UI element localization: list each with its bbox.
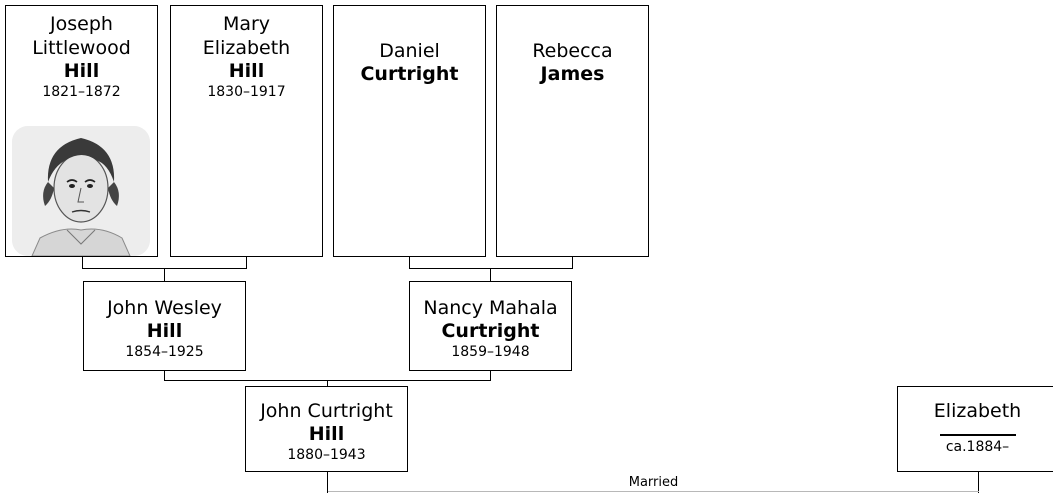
- connector-line: [490, 371, 491, 381]
- connector-line: [327, 472, 328, 493]
- person-given-names: Daniel: [379, 40, 440, 62]
- person-box-joseph-littlewood-hill[interactable]: Joseph Littlewood Hill 1821–1872: [5, 5, 158, 257]
- person-surname: Curtright: [441, 320, 540, 342]
- person-dates: 1830–1917: [207, 84, 286, 100]
- connector-line: [82, 257, 83, 269]
- person-surname: Hill: [63, 60, 100, 82]
- person-box-mary-elizabeth-hill[interactable]: Mary Elizabeth Hill 1830–1917: [170, 5, 323, 257]
- person-given-names: Nancy Mahala: [423, 297, 558, 319]
- person-surname: Hill: [308, 423, 345, 445]
- person-given-names: John Curtright: [260, 400, 393, 422]
- marriage-label: Married: [628, 475, 679, 490]
- person-given-names: Mary Elizabeth: [202, 13, 291, 59]
- person-surname: Hill: [228, 60, 265, 82]
- connector-line: [327, 380, 328, 386]
- person-box-nancy-mahala-curtright[interactable]: Nancy Mahala Curtright 1859–1948: [409, 281, 572, 371]
- unknown-surname-line: [939, 434, 1016, 436]
- connector-line: [409, 257, 410, 269]
- person-box-john-curtright-hill[interactable]: John Curtright Hill 1880–1943: [245, 386, 408, 472]
- person-box-john-wesley-hill[interactable]: John Wesley Hill 1854–1925: [83, 281, 246, 371]
- person-surname: Curtright: [360, 63, 459, 85]
- connector-line: [246, 257, 247, 269]
- person-given-names: Rebecca: [532, 40, 613, 62]
- marriage-line: [328, 491, 979, 492]
- person-box-daniel-curtright[interactable]: Daniel Curtright: [333, 5, 486, 257]
- person-dates: ca.1884–: [945, 439, 1010, 455]
- person-dates: 1821–1872: [42, 84, 121, 100]
- person-dates: 1854–1925: [125, 344, 204, 360]
- person-given-names: Joseph Littlewood: [32, 13, 131, 59]
- connector-line: [409, 268, 573, 269]
- person-dates: 1859–1948: [451, 344, 530, 360]
- person-box-rebecca-james[interactable]: Rebecca James: [496, 5, 649, 257]
- person-surname: James: [540, 63, 605, 85]
- person-surname: Hill: [146, 320, 183, 342]
- person-box-elizabeth[interactable]: Elizabeth ca.1884–: [897, 386, 1053, 472]
- connector-line: [164, 268, 165, 281]
- connector-line: [490, 268, 491, 281]
- connector-line: [978, 472, 979, 493]
- person-given-names: John Wesley: [107, 297, 222, 319]
- connector-line: [164, 371, 165, 381]
- portrait-photo: [12, 126, 150, 256]
- person-given-names: Elizabeth: [933, 400, 1022, 422]
- connector-line: [572, 257, 573, 269]
- person-dates: 1880–1943: [287, 447, 366, 463]
